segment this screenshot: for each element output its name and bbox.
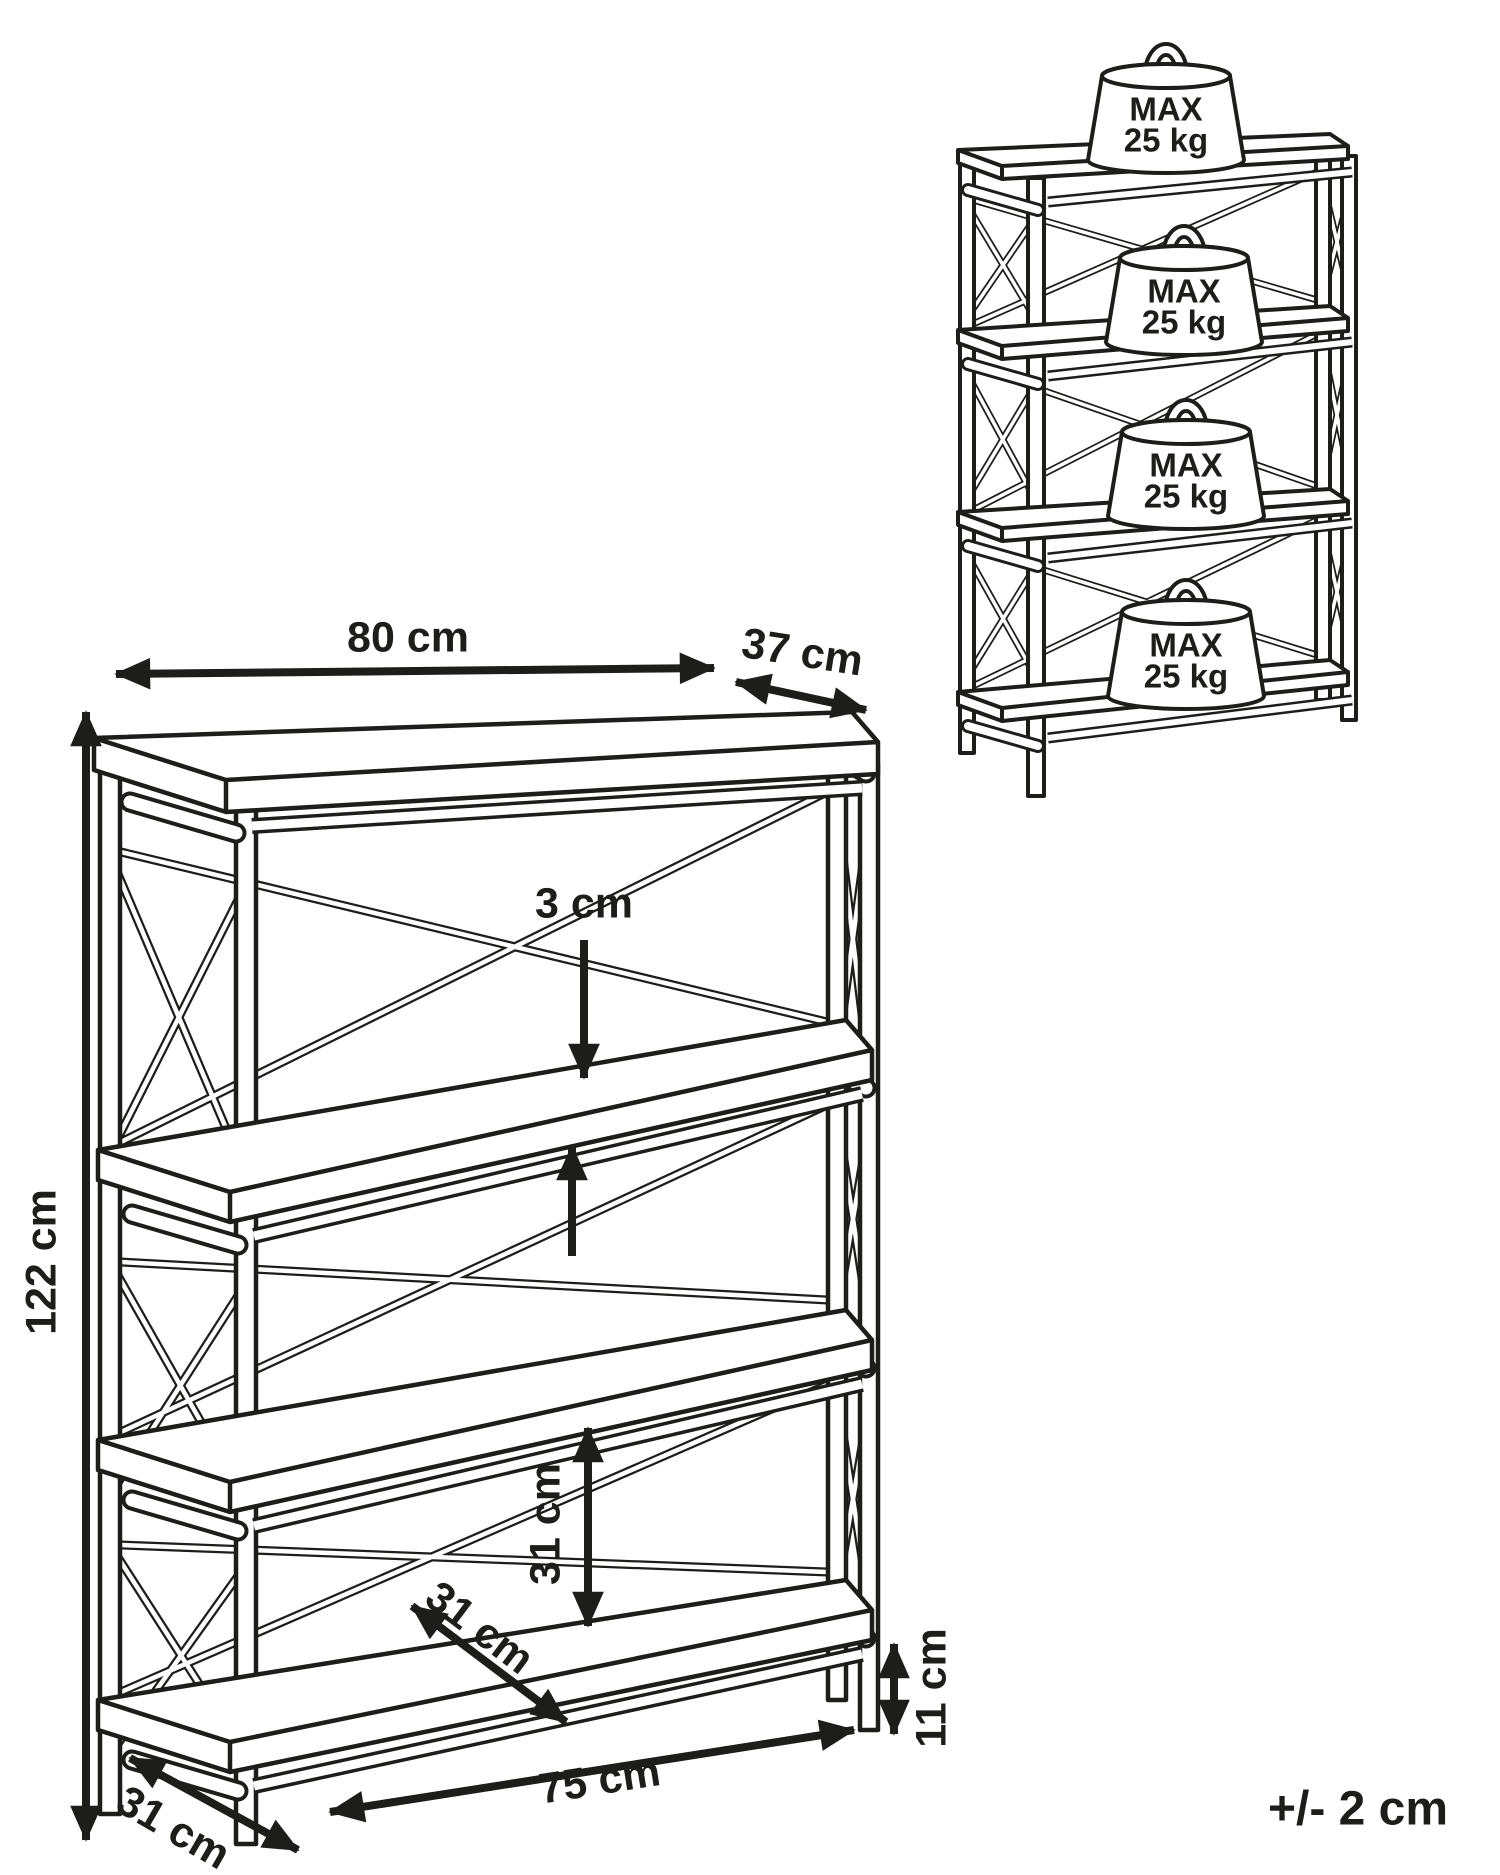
weight-top-face: [1120, 418, 1252, 446]
dim-shelf-thickness: 3 cm: [535, 879, 633, 1256]
weight-value-label: 25 kg: [1144, 658, 1228, 695]
tolerance-note: +/- 2 cm: [1268, 1783, 1448, 1836]
top-width-label: 80 cm: [347, 613, 469, 661]
height-label: 122 cm: [17, 1189, 65, 1335]
max-load-label: MAX: [1149, 627, 1222, 664]
weight-value-label: 25 kg: [1144, 478, 1228, 515]
dimension-drawing: 80 cm 37 cm 122 cm 3 cm 31 cm 31 cm 31 c…: [17, 613, 955, 1875]
bottom-width-arrow: [328, 1719, 856, 1823]
weight-top-face: [1118, 244, 1250, 272]
max-load-label: MAX: [1147, 273, 1220, 310]
front-rails-inner: [1047, 169, 1353, 741]
side-stretchers-inner: [964, 186, 1042, 750]
dim-bottom-width: 75 cm: [328, 1719, 856, 1823]
load-drawing: MAX 25 kg MAX 25 kg MAX 25 kg MAX 25 kg: [956, 42, 1358, 798]
cross-braces-inner: [109, 789, 873, 1762]
shelf-depth-arrow: [409, 1602, 569, 1726]
weight-value-label: 25 kg: [1142, 304, 1226, 341]
top-depth-label: 37 cm: [738, 619, 866, 685]
max-load-weight-icon: MAX 25 kg: [1086, 42, 1246, 175]
shelf-thickness-label: 3 cm: [535, 879, 633, 927]
max-load-label: MAX: [1129, 91, 1202, 128]
max-load-weight-icon: MAX 25 kg: [1106, 578, 1266, 711]
max-load-weight-icon: MAX 25 kg: [1104, 224, 1264, 357]
max-load-label: MAX: [1149, 447, 1222, 484]
max-load-weight-icon: MAX 25 kg: [1106, 398, 1266, 531]
dim-top-width: 80 cm: [114, 613, 716, 690]
weight-top-face: [1100, 62, 1232, 90]
dim-top-depth: 37 cm: [734, 619, 868, 719]
base-depth-arrow: [128, 1754, 300, 1854]
dim-base-height: 11 cm: [878, 1628, 955, 1748]
shelf-gap-label: 31 cm: [521, 1463, 569, 1585]
top-depth-arrow: [734, 673, 868, 719]
top-width-arrow: [114, 652, 716, 690]
bottom-width-label: 75 cm: [536, 1747, 664, 1813]
dim-height: 122 cm: [17, 710, 102, 1842]
legs: [958, 142, 1358, 798]
base-height-label: 11 cm: [907, 1628, 955, 1748]
dim-shelf-gap: 31 cm: [521, 1426, 604, 1628]
shelf-board-3: [95, 1307, 875, 1515]
shelf-board-1: [91, 709, 881, 815]
weight-value-label: 25 kg: [1124, 122, 1208, 159]
weight-top-face: [1120, 598, 1252, 626]
